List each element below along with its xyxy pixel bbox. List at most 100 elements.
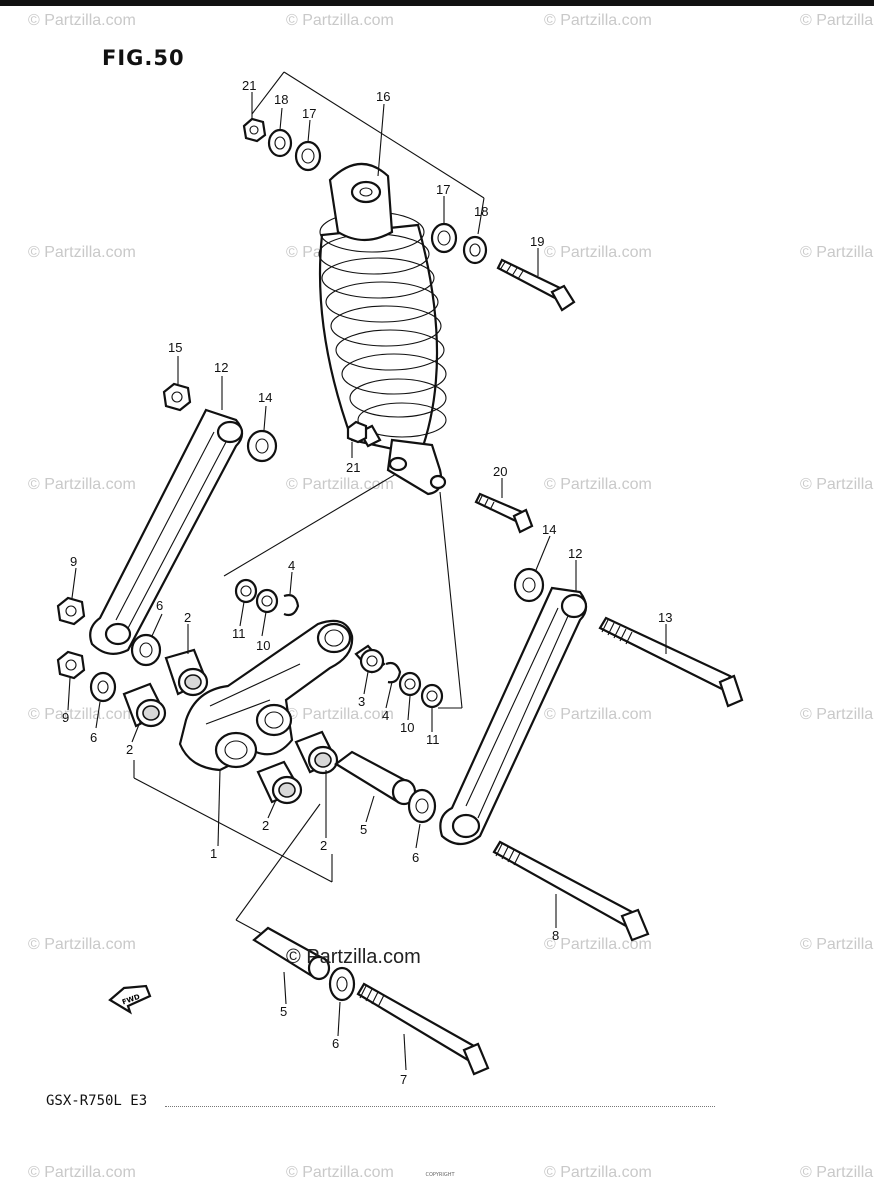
watermark: © Partzilla.com [800,706,874,723]
bushing-3[interactable] [354,644,386,674]
watermark: © Partzilla.com [544,936,652,953]
washer-6-center-right[interactable] [407,788,437,824]
bolt-19[interactable] [496,258,576,312]
watermark: © Partzilla.com [800,476,874,493]
callout-10: 10 [256,638,270,653]
washer-18-top-left[interactable] [267,128,293,158]
watermark: © Partzilla.com [544,12,652,29]
spacer-5-center[interactable] [334,750,417,806]
collar-11-lower[interactable] [420,683,444,709]
callout-17: 17 [436,182,450,197]
watermark: © Partzilla.com [800,936,874,953]
nut-9-upper[interactable] [56,596,86,626]
callout-17: 17 [302,106,316,121]
watermark: © Partzilla.com [800,1164,874,1181]
watermark: © Partzilla.com [28,476,136,493]
collar-11-upper[interactable] [234,578,258,604]
callout-8: 8 [552,928,559,943]
callout-7: 7 [400,1072,407,1087]
nut-21-lower[interactable] [346,420,368,444]
bearing-2-center[interactable] [294,730,339,775]
figure-title: FIG.50 [102,46,185,70]
circlip-4-upper[interactable] [283,594,300,617]
callout-18: 18 [474,204,488,219]
callout-11: 11 [426,732,440,747]
footer-note: COPYRIGHT [425,1172,455,1178]
washer-18-top-right[interactable] [462,235,488,265]
bolt-7[interactable] [356,982,490,1076]
watermark: © Partzilla.com [286,1164,394,1181]
cushion-lever-1[interactable] [178,619,354,772]
watermark: © Partzilla.com [28,1164,136,1181]
watermark: © Partzilla.com [28,244,136,261]
callout-15: 15 [168,340,182,355]
callout-2: 2 [184,610,191,625]
bearing-2-left[interactable] [122,682,167,728]
watermark: © Partzilla.com [28,706,136,723]
nut-21-top[interactable] [242,117,267,143]
callout-1: 1 [210,846,217,861]
callout-21: 21 [346,460,360,475]
callout-19: 19 [530,234,544,249]
callout-12: 12 [214,360,228,375]
nut-9-lower[interactable] [56,650,86,680]
oil-seal-10-lower[interactable] [398,671,422,697]
watermark: © Partzilla.com [544,244,652,261]
washer-14-left[interactable] [246,429,278,463]
cushion-rod-12-right[interactable] [439,586,588,846]
circlip-4-lower[interactable] [385,661,402,684]
watermark: © Partzilla.com [286,12,394,29]
watermark: © Partzilla.com [286,476,394,493]
footer-dotted-rule [165,1106,715,1107]
callout-9: 9 [70,554,77,569]
bushing-17-top-right[interactable] [430,222,458,254]
callout-18: 18 [274,92,288,107]
washer-6-upper-left[interactable] [130,633,162,667]
watermark: © Partzilla.com [800,244,874,261]
callout-12: 12 [568,546,582,561]
bolt-13[interactable] [598,616,744,708]
fwd-arrow-icon: FWD [108,984,152,1015]
callout-6: 6 [332,1036,339,1051]
callout-3: 3 [358,694,365,709]
bushing-17-top-left[interactable] [294,140,322,172]
bearing-2-upper[interactable] [164,648,209,697]
callout-5: 5 [360,822,367,837]
callout-2: 2 [320,838,327,853]
callout-13: 13 [658,610,672,625]
callout-14: 14 [258,390,272,405]
watermark: © Partzilla.com [286,706,394,723]
bolt-20[interactable] [474,492,534,534]
bearing-2-lower[interactable] [256,760,303,805]
washer-6-lower-left[interactable] [89,671,117,703]
callout-20: 20 [493,464,507,479]
callout-10: 10 [400,720,414,735]
callout-4: 4 [288,558,295,573]
bolt-8[interactable] [492,840,650,942]
oil-seal-10-upper[interactable] [255,588,279,614]
callout-14: 14 [542,522,556,537]
cushion-rod-12-left[interactable] [89,408,244,655]
watermark: © Partzilla.com [544,706,652,723]
watermark: © Partzilla.com [544,1164,652,1181]
callout-16: 16 [376,89,390,104]
callout-9: 9 [62,710,69,725]
callout-11: 11 [232,626,246,641]
nut-15[interactable] [162,382,192,412]
model-code: GSX-R750L E3 [46,1093,148,1109]
spacer-5-lower[interactable] [252,926,331,981]
washer-6-lower[interactable] [328,966,356,1002]
shock-absorber[interactable] [318,162,447,496]
callout-21: 21 [242,78,256,93]
callout-6: 6 [90,730,97,745]
washer-14-right[interactable] [513,567,545,603]
watermark: © Partzilla.com [28,12,136,29]
callout-4: 4 [382,708,389,723]
watermark: © Partzilla.com [28,936,136,953]
callout-6: 6 [156,598,163,613]
callout-5: 5 [280,1004,287,1019]
watermark-center: © Partzilla.com [286,946,421,968]
callout-2: 2 [126,742,133,757]
callout-6: 6 [412,850,419,865]
